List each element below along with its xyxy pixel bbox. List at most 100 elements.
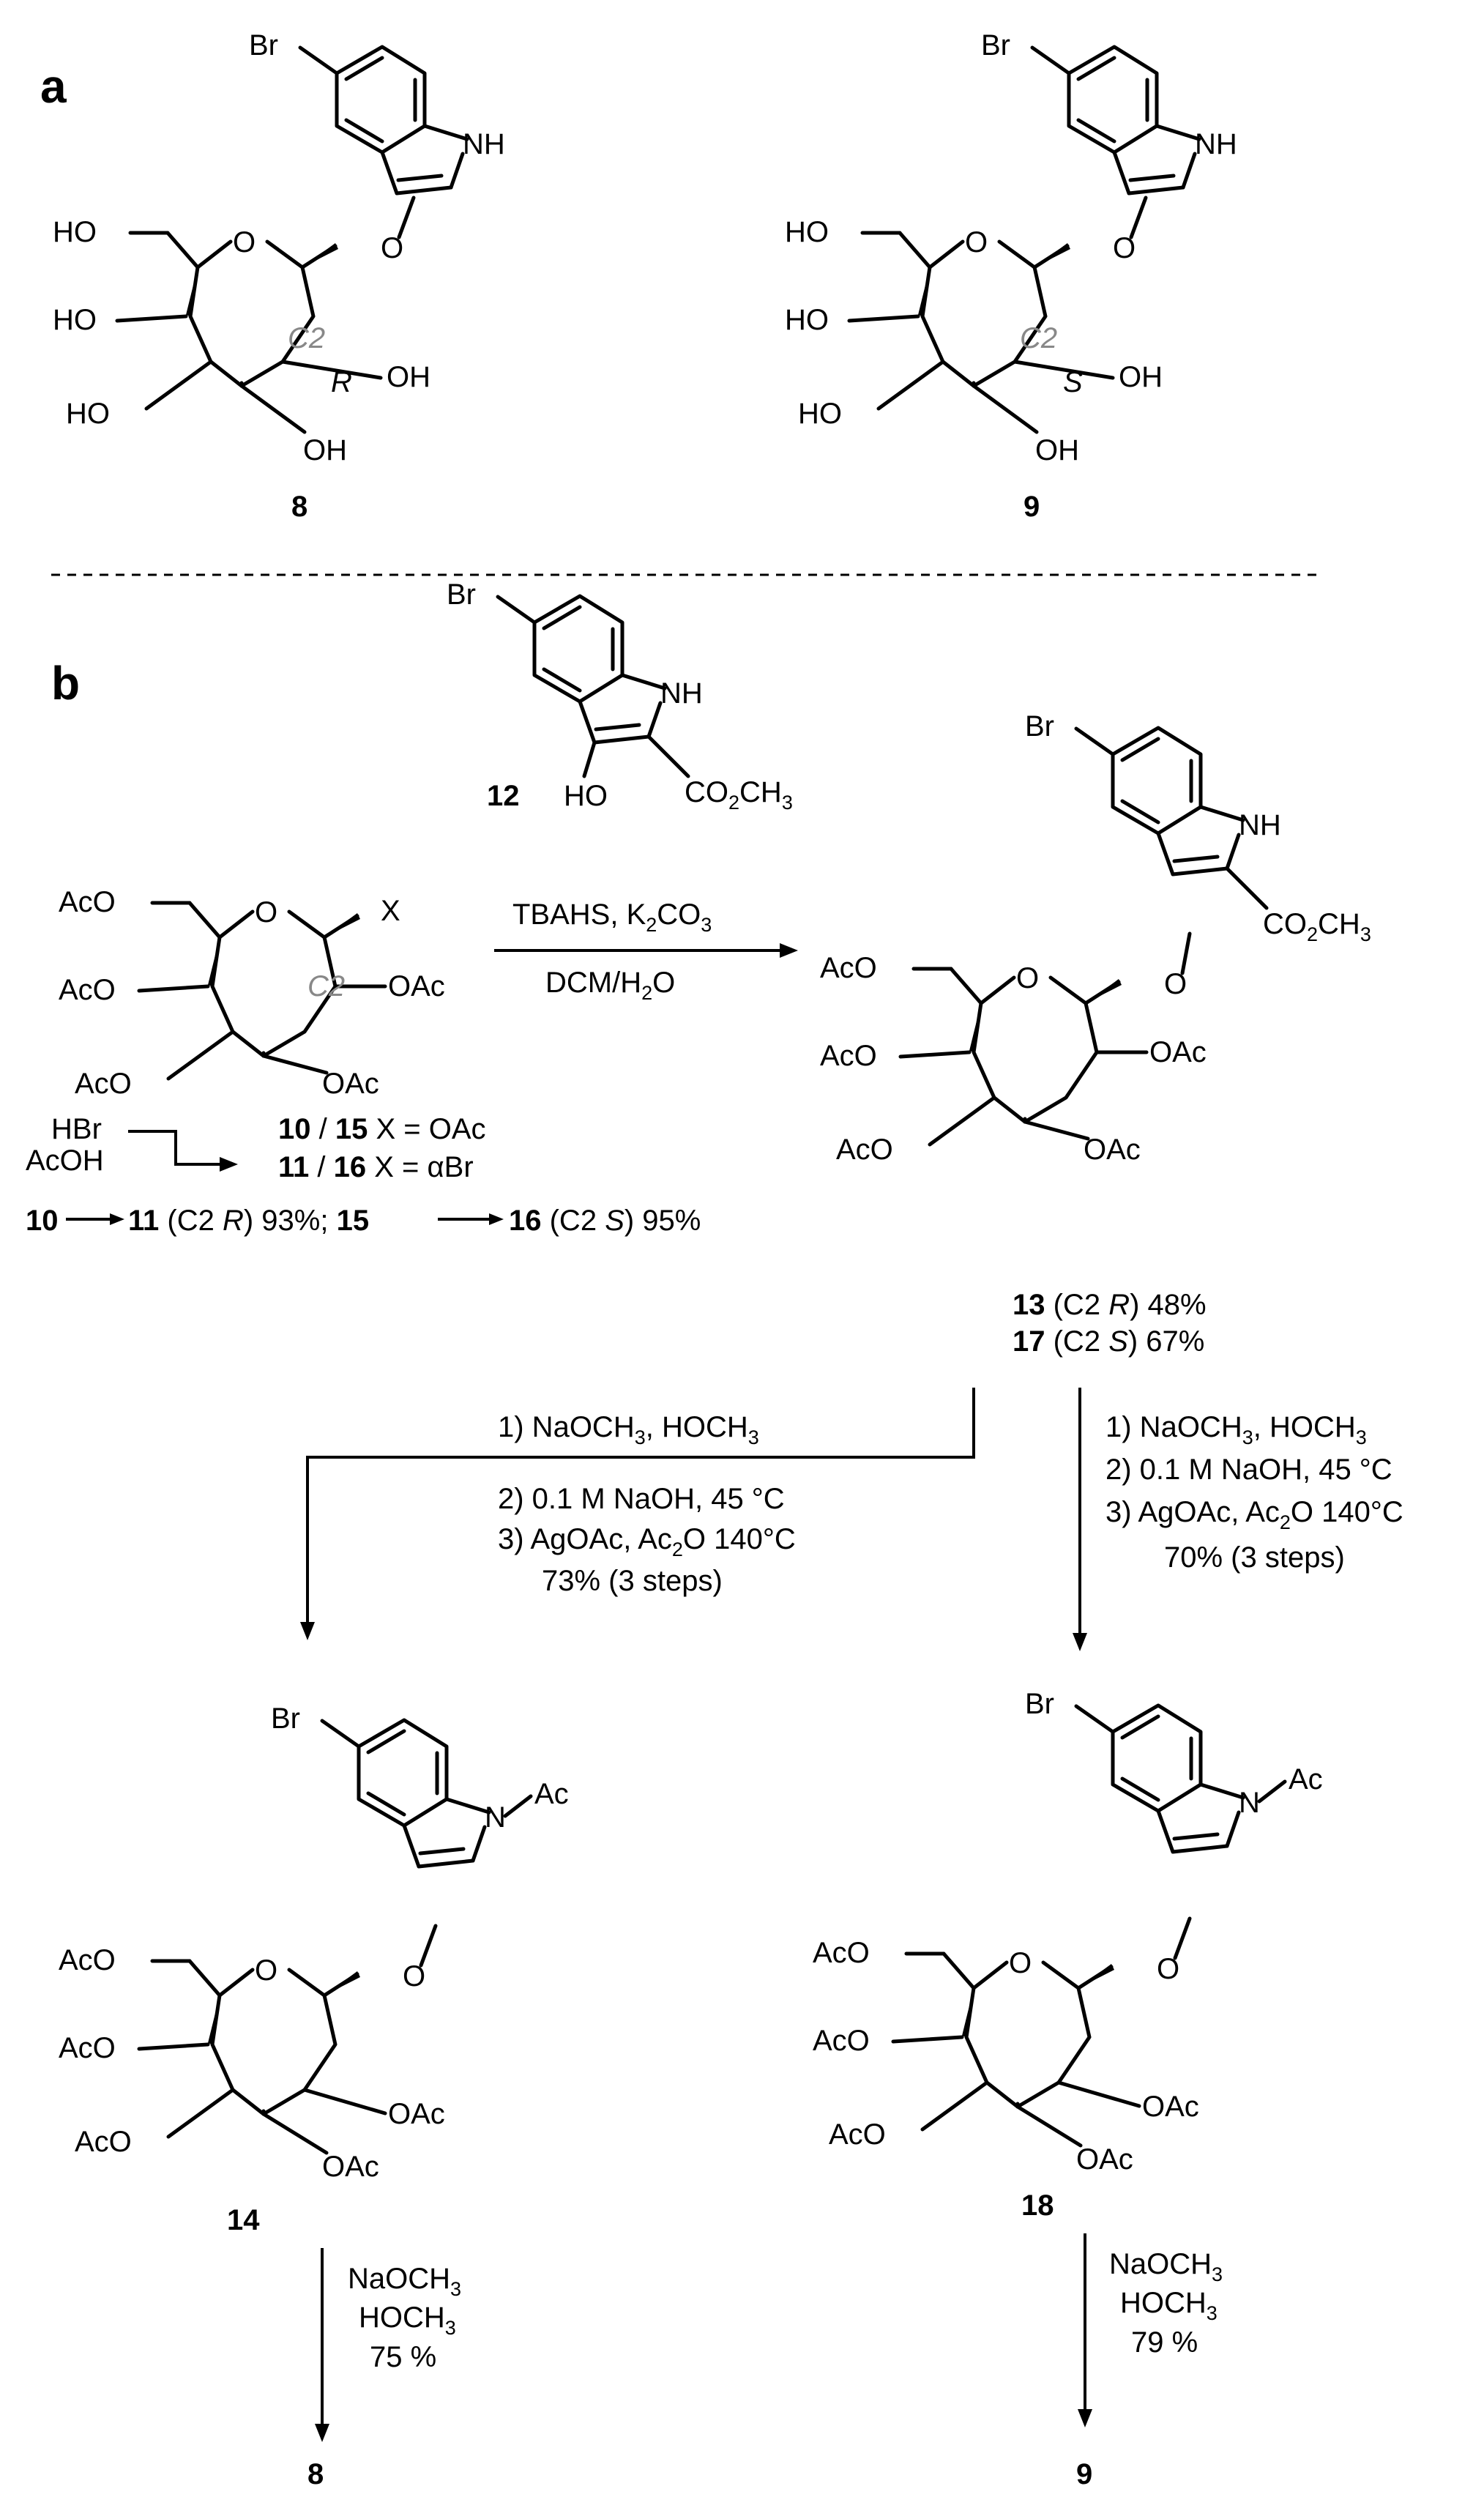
hydroxy-label: HO — [798, 398, 842, 430]
compound-14-indole: Br N Ac — [271, 1702, 569, 1867]
compound-14-sugar: O AcO AcO AcO OAc OAc O — [59, 1924, 445, 2183]
bromo-label: Br — [981, 29, 1010, 62]
panel-label-b: b — [51, 657, 80, 710]
acetoxy-label: AcO — [813, 2025, 870, 2057]
acetoxy-label: AcO — [813, 1937, 870, 1969]
deprot-right-2: HOCH3 — [1120, 2287, 1218, 2324]
glycosylation-conditions-1: TBAHS, K2CO3 — [512, 898, 712, 936]
bromo-label: Br — [271, 1702, 300, 1735]
compound-label-9-final: 9 — [1076, 2458, 1092, 2490]
ring-oxygen: O — [965, 226, 988, 258]
ring-oxygen: O — [1009, 1947, 1032, 1979]
yield-17: 17 (C2 S) 67% — [1013, 1325, 1204, 1358]
bromo-label: Br — [1025, 1688, 1054, 1720]
glycosylation-arrowhead — [780, 943, 798, 958]
methyl-ester-label: CO2CH3 — [1263, 908, 1371, 945]
bromo-label: Br — [249, 29, 278, 62]
compound-label-18: 18 — [1021, 2189, 1054, 2222]
peracetyl-sugar-10-15: O AcO AcO AcO OAc OAc C2 X — [59, 886, 445, 1100]
hydroxy-label: OH — [303, 434, 347, 466]
nh-label: NH — [660, 677, 703, 710]
right-conditions-2: 2) 0.1 M NaOH, 45 °C — [1105, 1454, 1392, 1486]
compound-label-9: 9 — [1023, 491, 1040, 523]
compound-label-14: 14 — [227, 2204, 260, 2236]
panel-label-a: a — [40, 60, 67, 113]
acetyl-label: Ac — [1289, 1763, 1323, 1795]
acetoxy-label: OAc — [322, 2151, 379, 2183]
branch-arrowhead-17-18 — [1073, 1633, 1087, 1651]
reagent-hbr: HBr — [51, 1113, 102, 1145]
compound-label-12: 12 — [487, 780, 520, 812]
x-abr-definition: 11 / 16 X = αBr — [278, 1151, 474, 1183]
acetoxy-label: AcO — [820, 952, 877, 984]
right-conditions-3: 3) AgOAc, Ac2O 140°C — [1105, 1496, 1403, 1533]
acetoxy-label: AcO — [820, 1040, 877, 1072]
left-conditions-yield: 73% (3 steps) — [542, 1565, 723, 1597]
stereo-descriptor-s: S — [1063, 366, 1083, 398]
hbr-arrowhead — [220, 1157, 238, 1172]
n-label: N — [485, 1801, 506, 1834]
acetoxy-label: AcO — [59, 2032, 116, 2064]
stereo-descriptor-r: R — [331, 366, 352, 398]
acetyl-label: Ac — [534, 1778, 569, 1810]
stereo-center-c2: C2 — [1020, 322, 1057, 354]
compound-label-8-final: 8 — [307, 2458, 324, 2490]
acetoxy-label: AcO — [75, 1068, 132, 1100]
acetoxy-label: AcO — [59, 974, 116, 1006]
branch-arrowhead-13-14 — [300, 1622, 315, 1640]
acetoxy-label: OAc — [388, 2098, 445, 2130]
ring-oxygen: O — [1016, 962, 1039, 994]
indole-9: Br NH — [981, 29, 1237, 193]
acetoxy-label: OAc — [1084, 1134, 1141, 1166]
indole-8: Br NH — [249, 29, 505, 193]
left-conditions-3: 3) AgOAc, Ac2O 140°C — [498, 1523, 796, 1560]
bromo-label: Br — [1025, 710, 1054, 743]
acetoxy-label: AcO — [59, 1944, 116, 1976]
compound-18-sugar: O AcO AcO AcO OAc OAc O — [813, 1916, 1199, 2176]
hydroxy-label: HO — [53, 304, 97, 336]
acetoxy-label: OAc — [388, 970, 445, 1002]
ring-oxygen: O — [255, 1954, 277, 1987]
bromide-yields-s: 16 (C2 S) 95% — [509, 1205, 701, 1237]
acetoxy-label: OAc — [322, 1068, 379, 1100]
deprotection-arrowhead-18-9 — [1078, 2409, 1092, 2427]
right-conditions-yield: 70% (3 steps) — [1164, 1541, 1345, 1574]
nh-label: NH — [1239, 809, 1281, 841]
deprot-left-2: HOCH3 — [359, 2301, 456, 2339]
left-conditions-1: 1) NaOCH3, HOCH3 — [498, 1411, 759, 1448]
yield-13: 13 (C2 R) 48% — [1013, 1289, 1207, 1321]
hydroxy-label: HO — [564, 780, 608, 812]
n-label: N — [1239, 1787, 1260, 1819]
compound-label-8: 8 — [291, 491, 307, 523]
hbr-arrow — [128, 1130, 220, 1166]
nh-label: NH — [1195, 128, 1237, 160]
deprot-right-yield: 79 % — [1131, 2326, 1198, 2359]
deprot-left-1: NaOCH3 — [348, 2263, 461, 2300]
deprot-right-1: NaOCH3 — [1109, 2248, 1223, 2285]
anomeric-substituent-x: X — [381, 895, 400, 927]
left-conditions-2: 2) 0.1 M NaOH, 45 °C — [498, 1483, 785, 1515]
reagent-acoh: AcOH — [26, 1145, 104, 1177]
x-oac-definition: 10 / 15 X = OAc — [278, 1113, 486, 1145]
product-13-17-sugar: O AcO AcO AcO OAc OAc O — [820, 931, 1207, 1166]
right-conditions-1: 1) NaOCH3, HOCH3 — [1105, 1411, 1367, 1448]
deprotection-arrowhead-14-8 — [315, 2424, 329, 2442]
acetoxy-label: AcO — [75, 2126, 132, 2158]
acetoxy-label: AcO — [59, 886, 116, 918]
bromide-yields-r: 11 (C2 R) 93%; 15 — [128, 1205, 369, 1237]
hydroxy-label: OH — [387, 361, 430, 393]
compound-8-structure: O HO HO HO OH OH C2 R O — [53, 196, 430, 466]
bromo-label: Br — [447, 578, 476, 611]
yield-arrowhead — [489, 1213, 504, 1225]
methyl-ester-label: CO2CH3 — [685, 776, 793, 814]
acetoxy-label: AcO — [829, 2118, 886, 2151]
branch-arrow-13-14 — [306, 1388, 975, 1622]
stereo-center-c2: C2 — [307, 970, 345, 1002]
acetoxy-label: OAc — [1149, 1036, 1207, 1068]
product-13-17-indole: Br NH CO2CH3 — [1025, 710, 1371, 945]
hydroxy-label: HO — [785, 304, 829, 336]
acetoxy-label: OAc — [1076, 2143, 1133, 2176]
bromide-yields: 10 — [26, 1205, 59, 1237]
acetoxy-label: OAc — [1142, 2091, 1199, 2123]
